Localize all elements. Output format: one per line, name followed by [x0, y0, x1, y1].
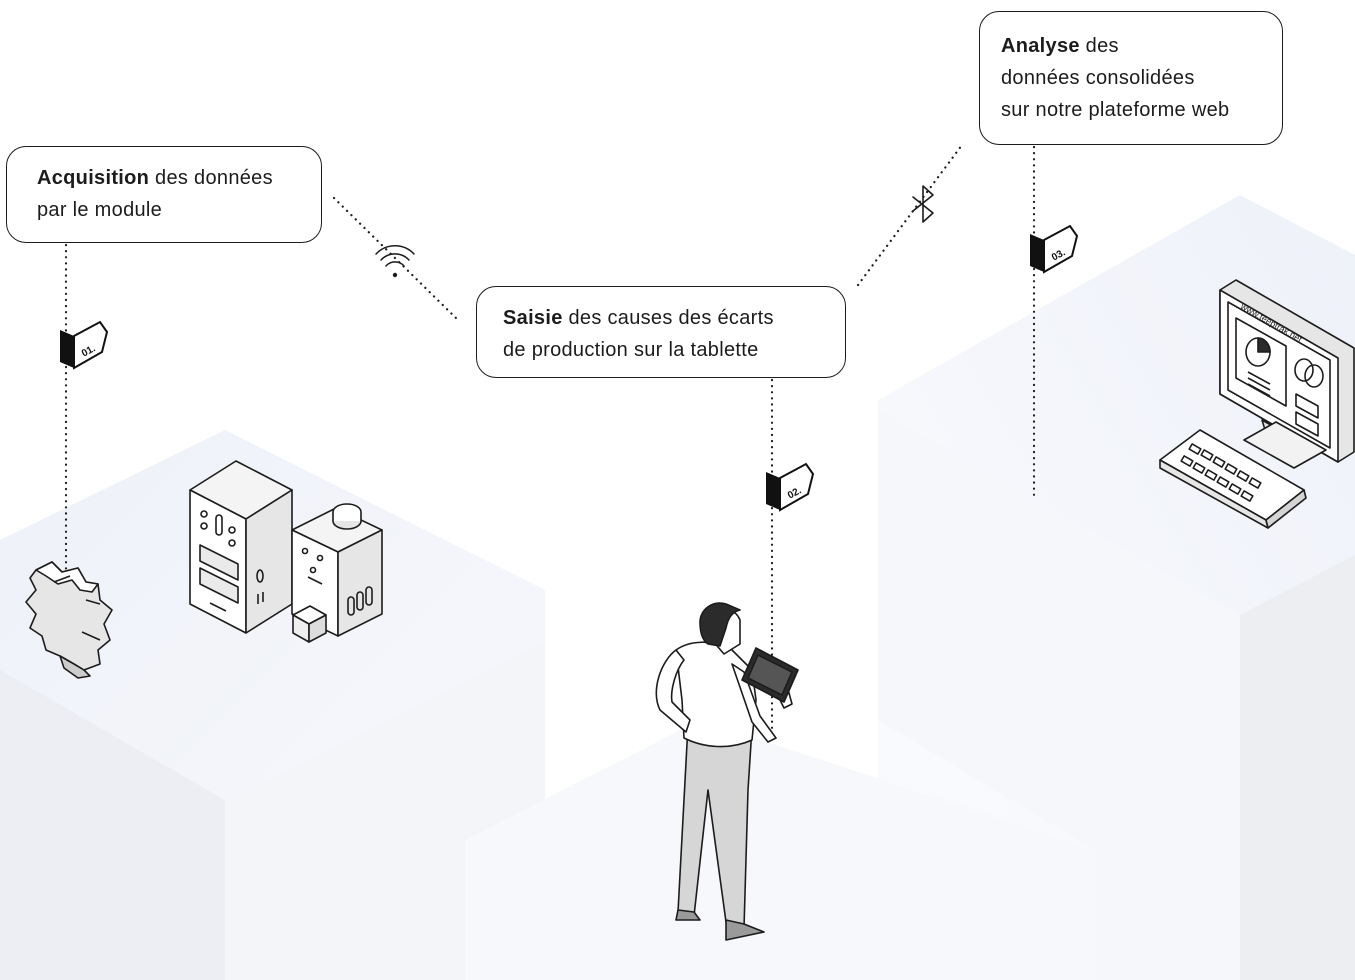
wifi-icon	[375, 245, 415, 278]
step-callout-saisie: Saisie des causes des écarts de producti…	[476, 286, 846, 378]
step-tag-02: 02.	[766, 462, 815, 512]
step-title: Saisie	[503, 307, 563, 329]
step-callout-acquisition: Acquisition des données par le module	[6, 146, 322, 243]
step-text: par le module	[37, 199, 163, 221]
step-tag-03: 03.	[1030, 224, 1079, 274]
step-title: Analyse	[1001, 35, 1080, 57]
step-tag-01: 01.	[60, 320, 109, 370]
sensor-module-illustration	[25, 561, 113, 679]
step-text: de production sur la tablette	[503, 339, 759, 361]
bluetooth-icon	[912, 185, 934, 223]
step-text: des données	[149, 167, 273, 189]
keyboard-keys	[1180, 443, 1262, 502]
step-text: des	[1079, 35, 1119, 57]
step-text: des causes des écarts	[562, 307, 774, 329]
step-text: données consolidées	[1001, 67, 1195, 89]
operator-illustration	[655, 602, 799, 941]
computer-illustration: www.teeptrak.net	[1159, 279, 1355, 529]
step-title: Acquisition	[37, 167, 150, 189]
step-callout-analyse: Analyse des données consolidées sur notr…	[979, 11, 1283, 145]
machine-illustration	[189, 460, 383, 643]
step-text: sur notre plateforme web	[1001, 99, 1230, 121]
